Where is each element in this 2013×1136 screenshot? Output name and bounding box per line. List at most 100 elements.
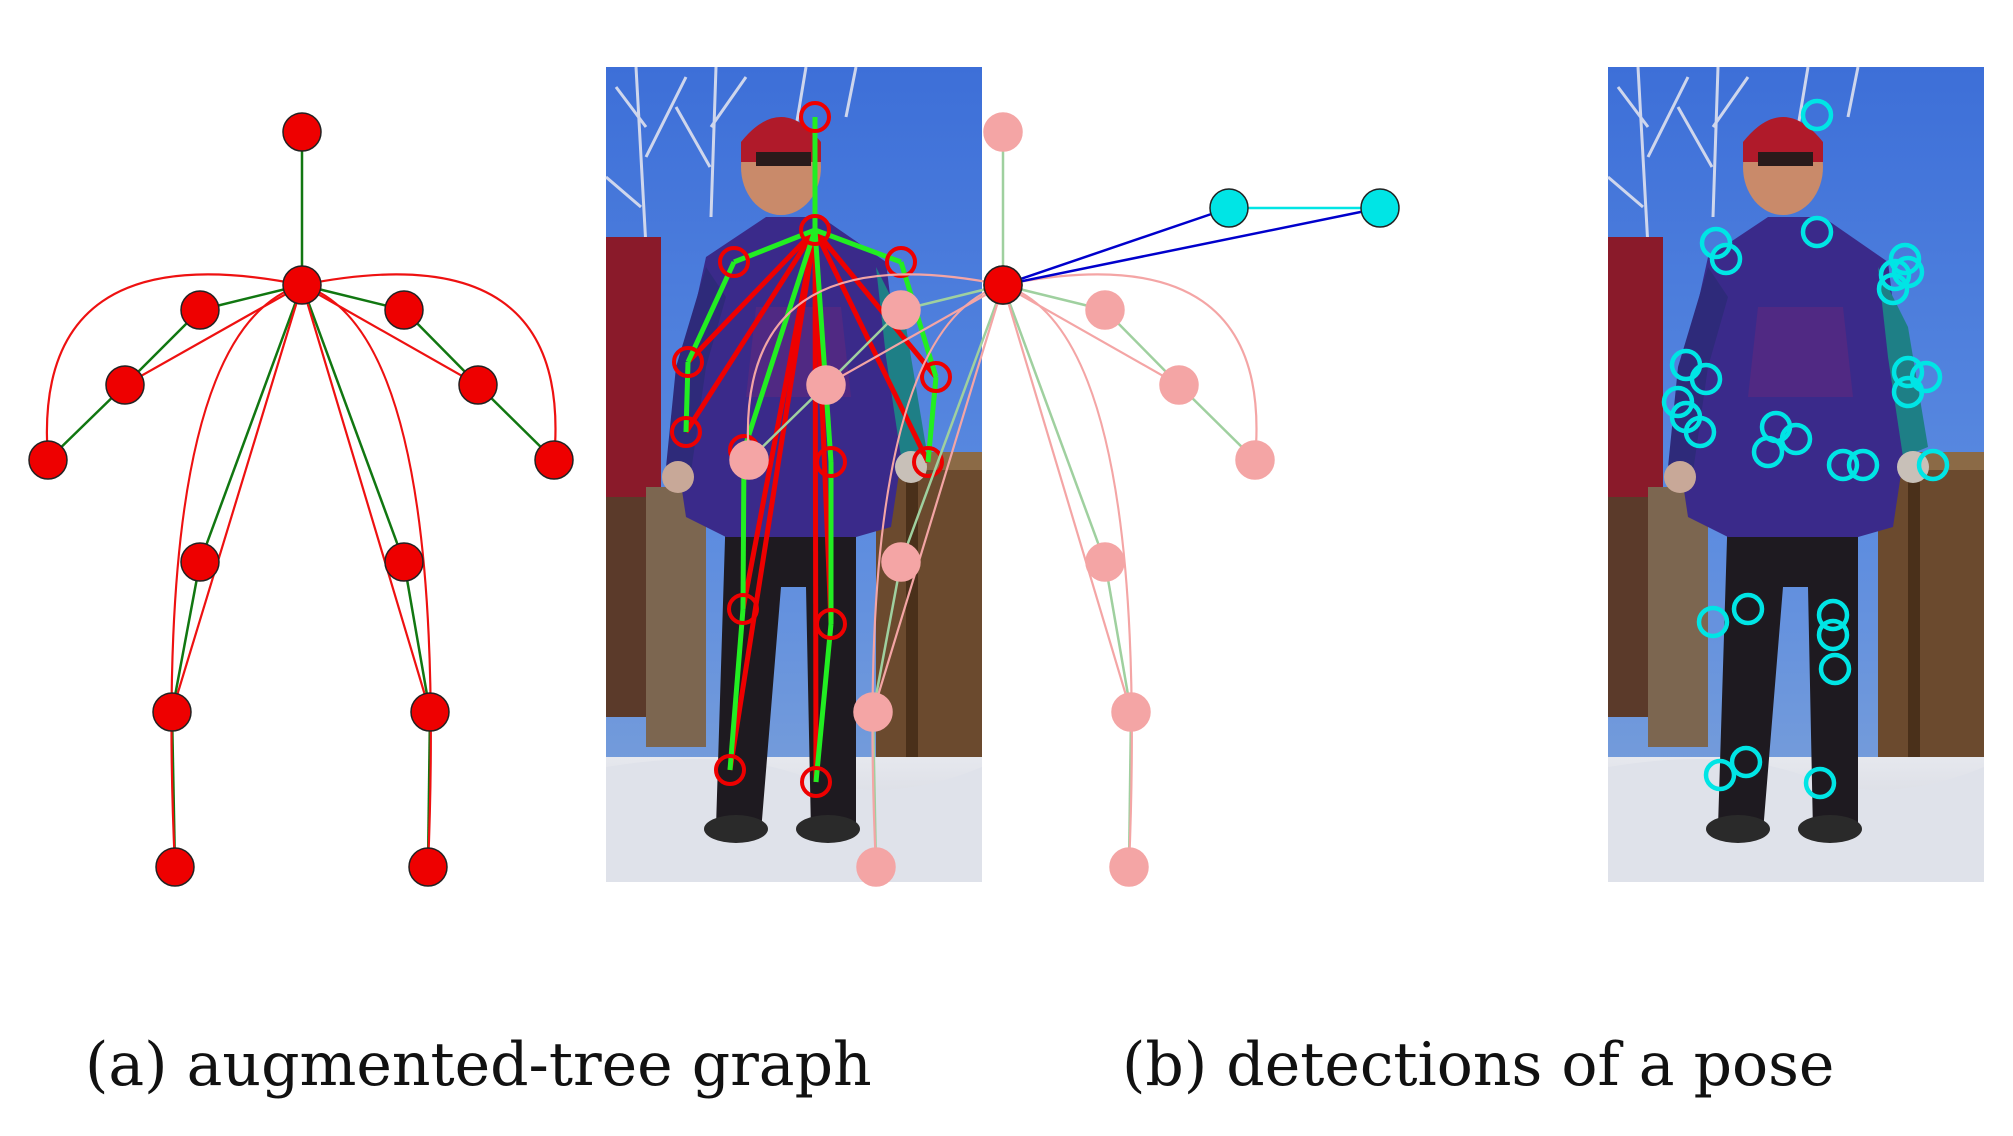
aug-edge-r_elbow <box>825 284 1004 386</box>
node-l_hip <box>1085 542 1125 582</box>
photo-tree-edge-r_knee-r_ankle <box>727 608 746 771</box>
detection-circle-19 <box>1826 448 1860 482</box>
detection-circle-1 <box>1800 215 1834 249</box>
detection-circle-3 <box>1709 242 1743 276</box>
detection-circle-14 <box>1779 422 1813 456</box>
detection-circle-18 <box>1891 375 1925 409</box>
photo-tree-edge-l_shoulder-l_elbow <box>898 261 939 378</box>
detection-circle-22 <box>1696 605 1730 639</box>
node-r_shoulder <box>881 290 921 330</box>
photo-aug-edge-l_elbow <box>813 228 938 379</box>
photo-joint-l_hip <box>815 446 847 478</box>
detection-circle-24 <box>1816 598 1850 632</box>
augmented-tree-graph <box>28 112 574 887</box>
node-l_hip <box>384 542 424 582</box>
node-r_ankle <box>155 847 195 887</box>
aug-edge-l_wrist <box>1002 273 1258 461</box>
detection-circle-23 <box>1731 592 1765 626</box>
photo-detections-overlay <box>1661 98 1950 800</box>
detection-circle-0 <box>1800 98 1834 132</box>
aug-edge-r_elbow <box>124 284 303 386</box>
tree-edge-r_hip-r_knee <box>170 561 202 713</box>
photo-joint-r_shoulder <box>718 246 750 278</box>
aug-edge-l_wrist <box>301 273 557 461</box>
tree-edge-r_hip-r_knee <box>871 561 903 713</box>
node-r_elbow <box>806 365 846 405</box>
node-l_wrist <box>1235 440 1275 480</box>
aug-edge-r_wrist <box>45 273 303 461</box>
tree-edge-neck-r_hip <box>198 284 304 563</box>
photo-joint-l_knee <box>815 608 847 640</box>
node-l_shoulder <box>1085 290 1125 330</box>
photo-joint-l_ankle <box>800 766 832 798</box>
node-head-faded <box>983 112 1023 152</box>
tree-edge-l_hip-l_knee <box>402 561 432 713</box>
node-l_elbow <box>1159 365 1199 405</box>
node-l_ankle <box>408 847 448 887</box>
photo-tree-edge-r_elbow-r_wrist <box>683 361 691 433</box>
detection-node-2 <box>1360 188 1400 228</box>
photo-joint-l_elbow <box>920 361 952 393</box>
node-r_wrist <box>28 440 68 480</box>
aug-edge-r_wrist <box>746 273 1004 461</box>
photo-tree-edge-neck-l_hip <box>812 229 834 463</box>
photo-tree-edge-l_knee-l_ankle <box>813 623 834 783</box>
photo-joint-r_wrist <box>670 416 702 448</box>
detection-graph <box>729 112 1400 887</box>
photo-tree-edge-neck-r_hip <box>741 229 818 451</box>
node-l_knee <box>1111 692 1151 732</box>
pose-photo-detections <box>1606 65 1986 884</box>
node-l_elbow <box>458 365 498 405</box>
node-l_knee <box>410 692 450 732</box>
detection-link-edge-1 <box>1002 206 1230 287</box>
pose-photo-skeleton <box>604 65 984 884</box>
detection-circle-20 <box>1846 448 1880 482</box>
detection-circle-9 <box>1689 362 1723 396</box>
node-r_knee <box>152 692 192 732</box>
aug-edge-l_knee <box>1001 284 1133 713</box>
photo-aug-edge-r_wrist <box>683 228 818 434</box>
node-l_wrist <box>534 440 574 480</box>
node-r_elbow <box>105 365 145 405</box>
aug-edge-r_knee <box>871 284 1005 713</box>
aug-edge-r_knee <box>170 284 304 713</box>
photo-aug-edge-l_wrist <box>812 228 931 464</box>
detection-circle-15 <box>1751 435 1785 469</box>
node-r_ankle <box>856 847 896 887</box>
tree-edge-l_hip-l_knee <box>1103 561 1133 713</box>
detection-circle-25 <box>1816 618 1850 652</box>
detection-circle-29 <box>1803 766 1837 800</box>
node-r_hip <box>180 542 220 582</box>
detection-circle-7 <box>1891 255 1925 289</box>
detection-link-edge-2 <box>1002 206 1381 287</box>
node-r_wrist <box>729 440 769 480</box>
photo-joint-l_wrist <box>912 446 944 478</box>
node-l_ankle <box>1109 847 1149 887</box>
detection-circle-16 <box>1891 355 1925 389</box>
detection-circle-4 <box>1888 242 1922 276</box>
photo-joint-r_knee <box>727 593 759 625</box>
node-head <box>282 112 322 152</box>
detection-circle-21 <box>1916 448 1950 482</box>
caption-a: (a) augmented-tree graph <box>85 1030 872 1100</box>
detection-node-1 <box>1209 188 1249 228</box>
node-r_knee <box>853 692 893 732</box>
detection-circle-12 <box>1683 415 1717 449</box>
aug-edge-l_knee <box>300 284 432 713</box>
detection-circle-2 <box>1699 226 1733 260</box>
photo-joint-l_shoulder <box>885 246 917 278</box>
detection-circle-26 <box>1818 652 1852 686</box>
photo-aug-edge-r_ankle <box>727 229 818 771</box>
tree-edge-neck-l_hip <box>1001 284 1107 563</box>
node-r_hip <box>881 542 921 582</box>
photo-aug-edge-r_elbow <box>686 228 817 364</box>
node-neck-active <box>983 265 1023 305</box>
aug-edge-l_elbow <box>301 284 479 386</box>
detection-circle-28 <box>1729 745 1763 779</box>
node-l_shoulder <box>384 290 424 330</box>
photo-aug-edge-l_ankle <box>812 229 819 783</box>
photo-joint-r_elbow <box>672 346 704 378</box>
aug-edge-l_elbow <box>1002 284 1180 386</box>
photo-joint-r_ankle <box>714 754 746 786</box>
